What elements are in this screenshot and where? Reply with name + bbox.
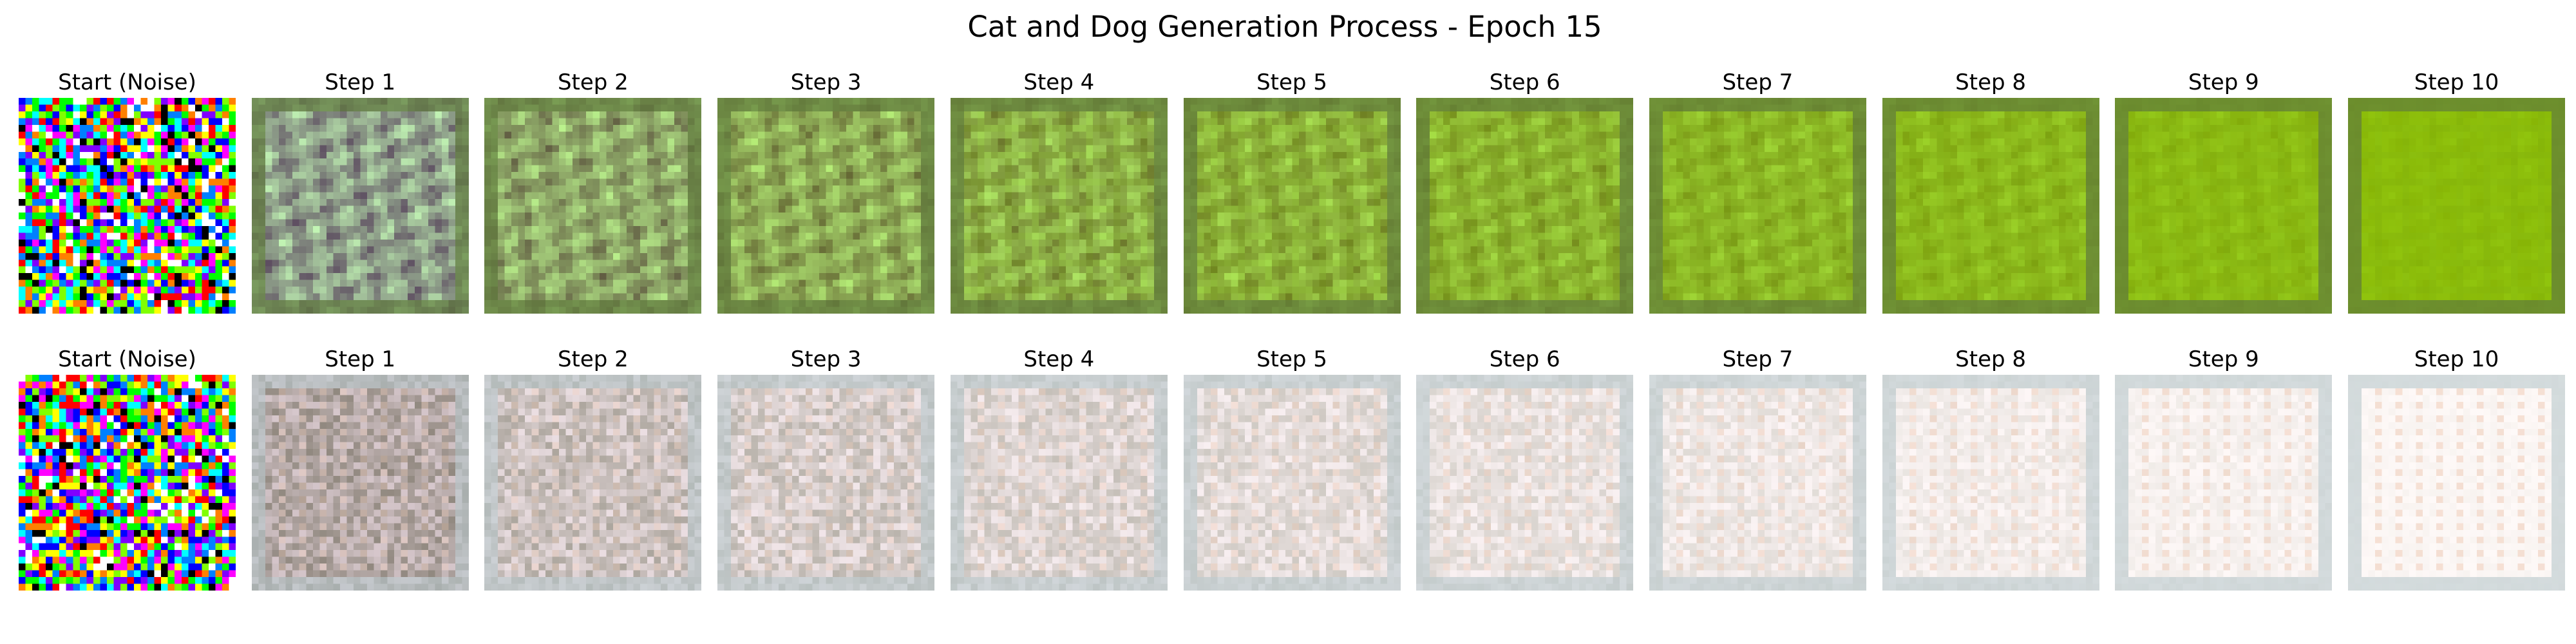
panel-title: Start (Noise) [58, 70, 196, 95]
panel-title: Step 4 [1023, 70, 1095, 95]
generated-image [1882, 98, 2099, 314]
generated-image [717, 98, 935, 314]
panel-title: Step 5 [1256, 70, 1327, 95]
figure-title: Cat and Dog Generation Process - Epoch 1… [967, 10, 1602, 44]
panel-row1-step-7: Step 7 [1649, 68, 1866, 314]
generated-image [251, 375, 469, 591]
panel-row2-step-4: Step 4 [950, 345, 1168, 591]
panel-title: Step 7 [1722, 70, 1794, 95]
panel-title: Step 8 [1955, 346, 2027, 372]
generated-image [484, 375, 702, 591]
panel-title: Step 6 [1489, 346, 1560, 372]
panel-row2-start: Start (Noise) [19, 345, 236, 591]
generated-image [2348, 98, 2565, 314]
panel-row2-step-5: Step 5 [1183, 345, 1401, 591]
panel-title: Step 10 [2414, 70, 2499, 95]
panel-row1-step-8: Step 8 [1882, 68, 2099, 314]
panel-row1-step-9: Step 9 [2115, 68, 2333, 314]
panel-title: Start (Noise) [58, 346, 196, 372]
generated-image [2115, 375, 2333, 591]
panel-title: Step 1 [325, 70, 396, 95]
panel-row2-step-3: Step 3 [717, 345, 935, 591]
generated-image [950, 98, 1168, 314]
generated-image [2115, 98, 2333, 314]
generated-image [1649, 375, 1866, 591]
panel-title: Step 7 [1722, 346, 1794, 372]
panel-row2-step-2: Step 2 [484, 345, 702, 591]
noise-image [19, 98, 236, 314]
generated-image [2348, 375, 2565, 591]
panel-title: Step 1 [325, 346, 396, 372]
panel-row2-step-6: Step 6 [1416, 345, 1634, 591]
panel-row1-step-10: Step 10 [2348, 68, 2565, 314]
panel-row2-step-8: Step 8 [1882, 345, 2099, 591]
panel-row2-step-7: Step 7 [1649, 345, 1866, 591]
generated-image [484, 98, 702, 314]
panel-row1-step-6: Step 6 [1416, 68, 1634, 314]
generated-image [1649, 98, 1866, 314]
panel-title: Step 2 [557, 346, 629, 372]
generated-image [251, 98, 469, 314]
generated-image [1882, 375, 2099, 591]
generated-image [1416, 98, 1634, 314]
generated-image [1416, 375, 1634, 591]
panel-row1-step-5: Step 5 [1183, 68, 1401, 314]
panel-title: Step 10 [2414, 346, 2499, 372]
panel-title: Step 9 [2188, 70, 2259, 95]
panel-title: Step 8 [1955, 70, 2027, 95]
panel-row1-start: Start (Noise) [19, 68, 236, 314]
panel-title: Step 5 [1256, 346, 1327, 372]
generated-image [1183, 375, 1401, 591]
panel-title: Step 9 [2188, 346, 2259, 372]
panel-row1-step-4: Step 4 [950, 68, 1168, 314]
panel-title: Step 2 [557, 70, 629, 95]
panel-title: Step 3 [790, 70, 862, 95]
panel-title: Step 3 [790, 346, 862, 372]
panel-row2-step-10: Step 10 [2348, 345, 2565, 591]
panel-title: Step 6 [1489, 70, 1560, 95]
panel-row1-step-2: Step 2 [484, 68, 702, 314]
generated-image [950, 375, 1168, 591]
generated-image [1183, 98, 1401, 314]
panel-row2-step-9: Step 9 [2115, 345, 2333, 591]
panel-row2-step-1: Step 1 [251, 345, 469, 591]
generated-image [717, 375, 935, 591]
panel-row1-step-1: Step 1 [251, 68, 469, 314]
panel-title: Step 4 [1023, 346, 1095, 372]
panel-row1-step-3: Step 3 [717, 68, 935, 314]
noise-image [19, 375, 236, 591]
